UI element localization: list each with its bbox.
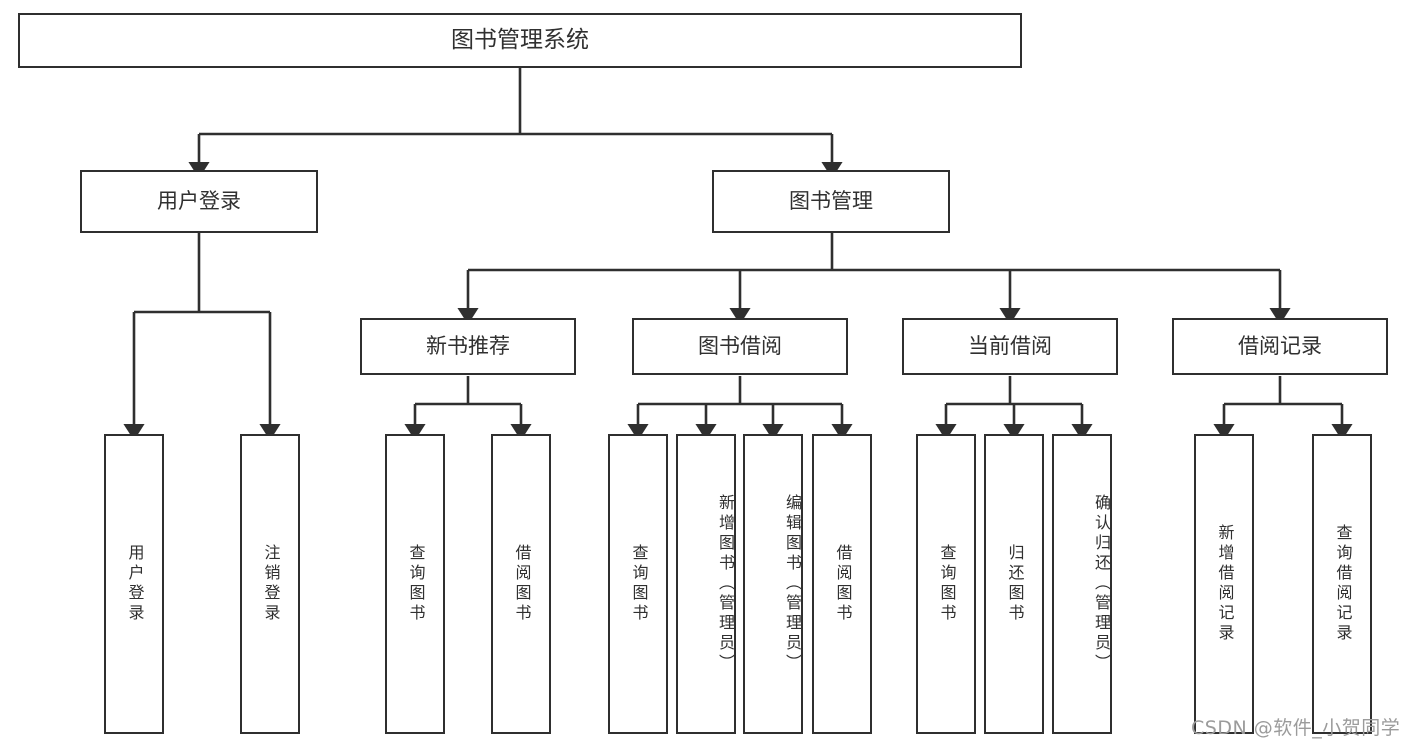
node-label: 注销登录 [261,544,281,624]
node-label: 图书管理系统 [451,26,589,53]
node-label: 查询图书 [937,544,957,624]
node-new-book-recommend[interactable]: 新书推荐 [360,318,576,375]
node-leaf-query-record[interactable]: 查询借阅记录 [1312,434,1372,734]
node-book-borrow[interactable]: 图书借阅 [632,318,848,375]
node-label: 借阅记录 [1238,334,1322,359]
node-leaf-query-book-3[interactable]: 查询图书 [916,434,976,734]
node-root-system[interactable]: 图书管理系统 [18,13,1022,68]
node-label: 用户登录 [125,544,145,624]
node-label: 查询图书 [629,544,649,624]
node-label: 查询借阅记录 [1333,524,1353,644]
node-label: 图书管理 [789,189,873,214]
node-label: 当前借阅 [968,334,1052,359]
node-leaf-borrow-book-1[interactable]: 借阅图书 [491,434,551,734]
node-user-login[interactable]: 用户登录 [80,170,318,233]
node-leaf-query-book-2[interactable]: 查询图书 [608,434,668,734]
node-borrow-record[interactable]: 借阅记录 [1172,318,1388,375]
node-label: 新增借阅记录 [1215,524,1235,644]
node-leaf-add-record[interactable]: 新增借阅记录 [1194,434,1254,734]
csdn-watermark: CSDN @软件_小贺同学 [1191,717,1401,739]
node-label: 编辑图书（管理员） [783,494,802,674]
node-label: 确认归还（管理员） [1092,494,1111,674]
node-leaf-edit-book-admin[interactable]: 编辑图书（管理员） [743,434,803,734]
node-leaf-query-book-1[interactable]: 查询图书 [385,434,445,734]
node-label: 查询图书 [406,544,426,624]
node-leaf-user-login[interactable]: 用户登录 [104,434,164,734]
node-book-management[interactable]: 图书管理 [712,170,950,233]
node-label: 借阅图书 [833,544,853,624]
node-leaf-add-book-admin[interactable]: 新增图书（管理员） [676,434,736,734]
node-label: 图书借阅 [698,334,782,359]
node-current-borrow[interactable]: 当前借阅 [902,318,1118,375]
node-label: 借阅图书 [512,544,532,624]
node-leaf-logout[interactable]: 注销登录 [240,434,300,734]
node-leaf-borrow-book-2[interactable]: 借阅图书 [812,434,872,734]
node-label: 归还图书 [1005,544,1025,624]
node-label: 新书推荐 [426,334,510,359]
node-label: 新增图书（管理员） [716,494,735,674]
node-leaf-return-book[interactable]: 归还图书 [984,434,1044,734]
node-leaf-confirm-return[interactable]: 确认归还（管理员） [1052,434,1112,734]
node-label: 用户登录 [157,189,241,214]
